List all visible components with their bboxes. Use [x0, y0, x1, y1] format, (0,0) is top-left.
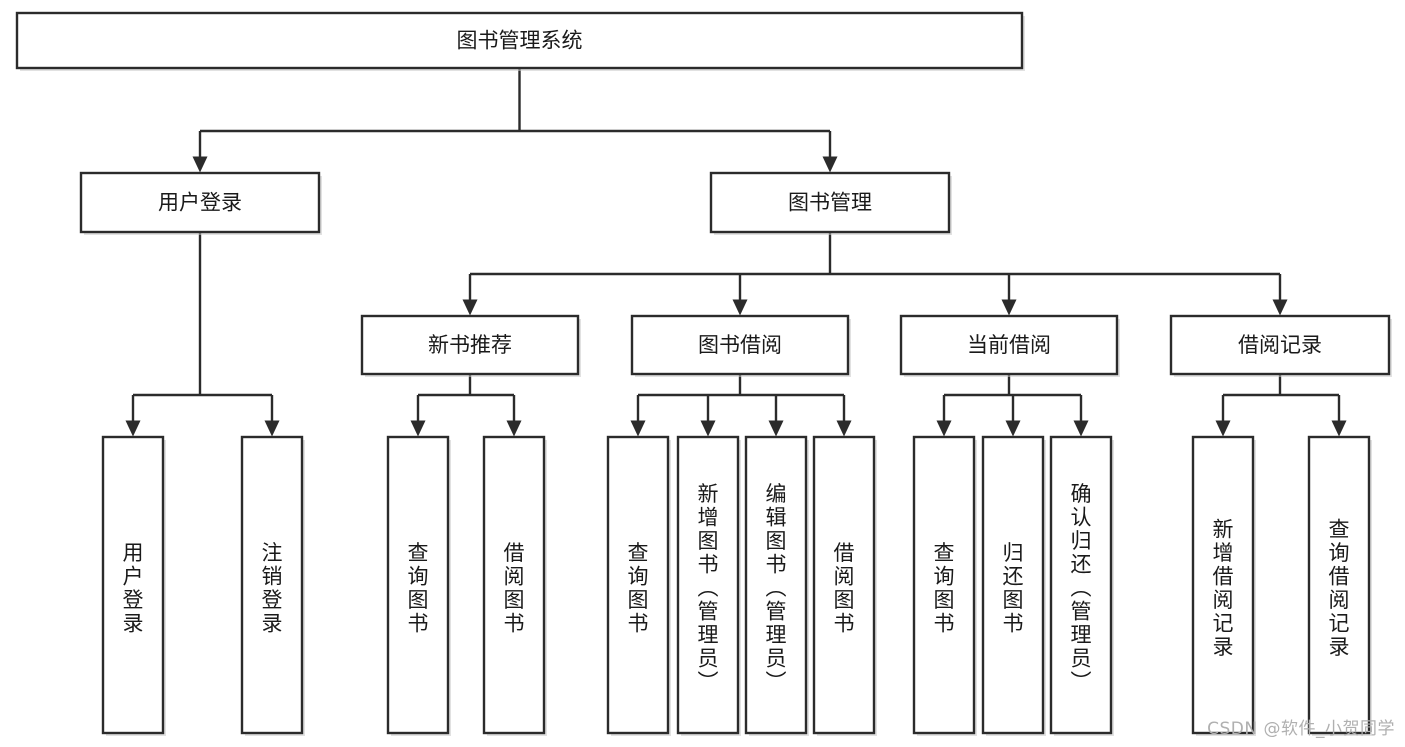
- node-leaf-query-book-b[interactable]: 查询图书: [606, 435, 671, 736]
- arrow-head-icon: [1073, 420, 1089, 437]
- node-rect[interactable]: [482, 435, 546, 735]
- node-leaf-query-book-rec[interactable]: 查询图书: [386, 435, 451, 736]
- arrow-head-icon: [1005, 420, 1021, 437]
- node-rect[interactable]: [1049, 435, 1113, 735]
- node-rect[interactable]: [1169, 314, 1391, 376]
- arrow-head-icon: [936, 420, 952, 437]
- node-label: 查询图书: [628, 541, 649, 636]
- node-label: 借阅记录: [1238, 333, 1322, 357]
- node-label: 新增借阅记录: [1213, 517, 1234, 659]
- arrow-head-icon: [700, 420, 716, 437]
- node-rect[interactable]: [606, 435, 670, 735]
- arrow-head-icon: [836, 420, 852, 437]
- arrow-head-icon: [822, 156, 838, 173]
- node-rect[interactable]: [676, 435, 740, 735]
- node-label: 查询图书: [408, 541, 429, 636]
- node-leaf-query-book-c[interactable]: 查询图书: [912, 435, 977, 736]
- arrow-head-icon: [410, 420, 426, 437]
- node-rect[interactable]: [386, 435, 450, 735]
- node-leaf-add-book[interactable]: 新增图书︵管理员︶: [676, 435, 741, 736]
- node-rect[interactable]: [812, 435, 876, 735]
- node-label: 查询借阅记录: [1329, 517, 1350, 659]
- node-rect[interactable]: [1191, 435, 1255, 735]
- node-rect[interactable]: [709, 171, 951, 234]
- arrow-head-icon: [732, 299, 748, 316]
- node-leaf-edit-book[interactable]: 编辑图书︵管理员︶: [744, 435, 809, 736]
- arrow-head-icon: [1215, 420, 1231, 437]
- node-label: 图书借阅: [698, 333, 782, 357]
- node-rect[interactable]: [899, 314, 1119, 376]
- arrow-head-icon: [462, 299, 478, 316]
- node-rect[interactable]: [912, 435, 976, 735]
- node-leaf-confirm-return[interactable]: 确认归还︵管理员︶: [1049, 435, 1114, 736]
- node-root[interactable]: 图书管理系统: [15, 11, 1025, 71]
- node-book-manage[interactable]: 图书管理: [709, 171, 952, 235]
- node-label: 查询图书: [934, 541, 955, 636]
- node-rect[interactable]: [15, 11, 1024, 70]
- node-leaf-logout[interactable]: 注销登录: [240, 435, 305, 736]
- arrow-head-icon: [630, 420, 646, 437]
- arrow-head-icon: [192, 156, 208, 173]
- node-rect[interactable]: [240, 435, 304, 735]
- node-label: 当前借阅: [967, 333, 1051, 357]
- arrow-head-icon: [768, 420, 784, 437]
- node-label: 新增图书︵管理员︶: [698, 482, 719, 694]
- arrow-head-icon: [1331, 420, 1347, 437]
- arrow-head-icon: [1001, 299, 1017, 316]
- arrow-head-icon: [264, 420, 280, 437]
- node-label: 编辑图书︵管理员︶: [766, 482, 787, 694]
- node-label: 确认归还︵管理员︶: [1071, 482, 1092, 694]
- node-new-book-rec[interactable]: 新书推荐: [360, 314, 581, 377]
- node-borrow-record[interactable]: 借阅记录: [1169, 314, 1392, 377]
- node-label: 归还图书: [1003, 541, 1024, 636]
- node-current-borrow[interactable]: 当前借阅: [899, 314, 1120, 377]
- node-label: 用户登录: [158, 191, 242, 215]
- node-label: 图书管理系统: [457, 29, 583, 53]
- node-label: 借阅图书: [834, 541, 855, 636]
- node-leaf-add-record[interactable]: 新增借阅记录: [1191, 435, 1256, 736]
- node-leaf-borrow-book-rec[interactable]: 借阅图书: [482, 435, 547, 736]
- node-book-borrow[interactable]: 图书借阅: [630, 314, 851, 377]
- node-rect[interactable]: [744, 435, 808, 735]
- connector-layer: [125, 68, 1347, 437]
- node-label: 借阅图书: [504, 541, 525, 636]
- node-label: 新书推荐: [428, 333, 512, 357]
- node-rect[interactable]: [630, 314, 850, 376]
- arrow-head-icon: [506, 420, 522, 437]
- node-rect[interactable]: [1307, 435, 1371, 735]
- node-rect[interactable]: [360, 314, 580, 376]
- node-leaf-user-login[interactable]: 用户登录: [101, 435, 166, 736]
- node-rect[interactable]: [101, 435, 165, 735]
- node-layer: 图书管理系统用户登录图书管理新书推荐图书借阅当前借阅借阅记录用户登录注销登录查询…: [15, 11, 1392, 736]
- node-label: 用户登录: [123, 541, 144, 636]
- arrow-head-icon: [125, 420, 141, 437]
- node-rect[interactable]: [79, 171, 321, 234]
- node-leaf-return-book[interactable]: 归还图书: [981, 435, 1046, 736]
- node-rect[interactable]: [981, 435, 1045, 735]
- arrow-head-icon: [1272, 299, 1288, 316]
- node-label: 图书管理: [788, 191, 872, 215]
- node-label: 注销登录: [262, 541, 283, 636]
- node-leaf-query-record[interactable]: 查询借阅记录: [1307, 435, 1372, 736]
- node-user-login[interactable]: 用户登录: [79, 171, 322, 235]
- node-leaf-borrow-book-b[interactable]: 借阅图书: [812, 435, 877, 736]
